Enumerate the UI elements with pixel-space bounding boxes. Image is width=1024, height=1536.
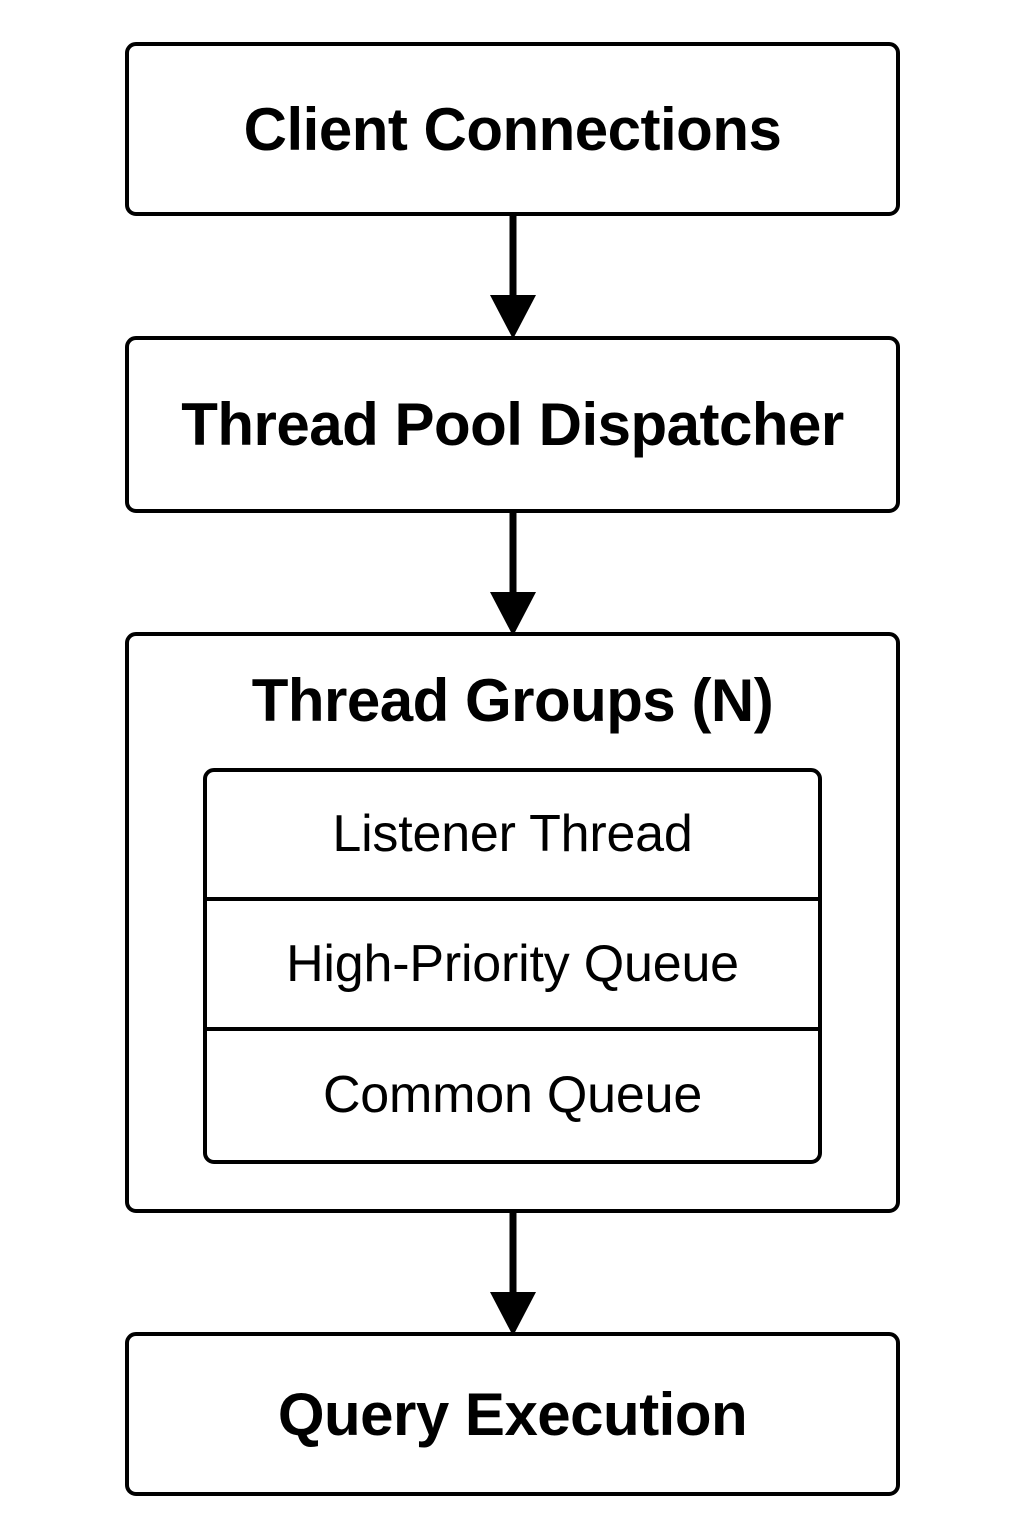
node-thread-pool-dispatcher-label: Thread Pool Dispatcher: [181, 391, 844, 458]
node-thread-pool-dispatcher[interactable]: Thread Pool Dispatcher: [125, 336, 900, 513]
node-thread-groups[interactable]: Thread Groups (N) Listener Thread High-P…: [125, 632, 900, 1213]
thread-group-item-listener-thread[interactable]: Listener Thread: [207, 772, 818, 902]
thread-group-detail-box: Listener Thread High-Priority Queue Comm…: [203, 768, 822, 1164]
node-client-connections-label: Client Connections: [243, 95, 782, 163]
arrow-thread-pool-dispatcher-to-thread-groups: [490, 509, 536, 636]
node-query-execution[interactable]: Query Execution: [125, 1332, 900, 1496]
node-client-connections[interactable]: Client Connections: [125, 42, 900, 216]
node-query-execution-label: Query Execution: [277, 1380, 748, 1448]
thread-group-item-high-priority-queue-label: High-Priority Queue: [286, 934, 739, 993]
thread-group-item-common-queue[interactable]: Common Queue: [207, 1031, 818, 1160]
node-thread-groups-label: Thread Groups (N): [251, 667, 774, 734]
arrow-client-connections-to-thread-pool-dispatcher: [490, 212, 536, 339]
thread-group-item-high-priority-queue[interactable]: High-Priority Queue: [207, 901, 818, 1031]
thread-group-item-common-queue-label: Common Queue: [322, 1066, 703, 1125]
thread-group-item-listener-thread-label: Listener Thread: [332, 805, 693, 864]
arrow-thread-groups-to-query-execution: [490, 1209, 536, 1336]
